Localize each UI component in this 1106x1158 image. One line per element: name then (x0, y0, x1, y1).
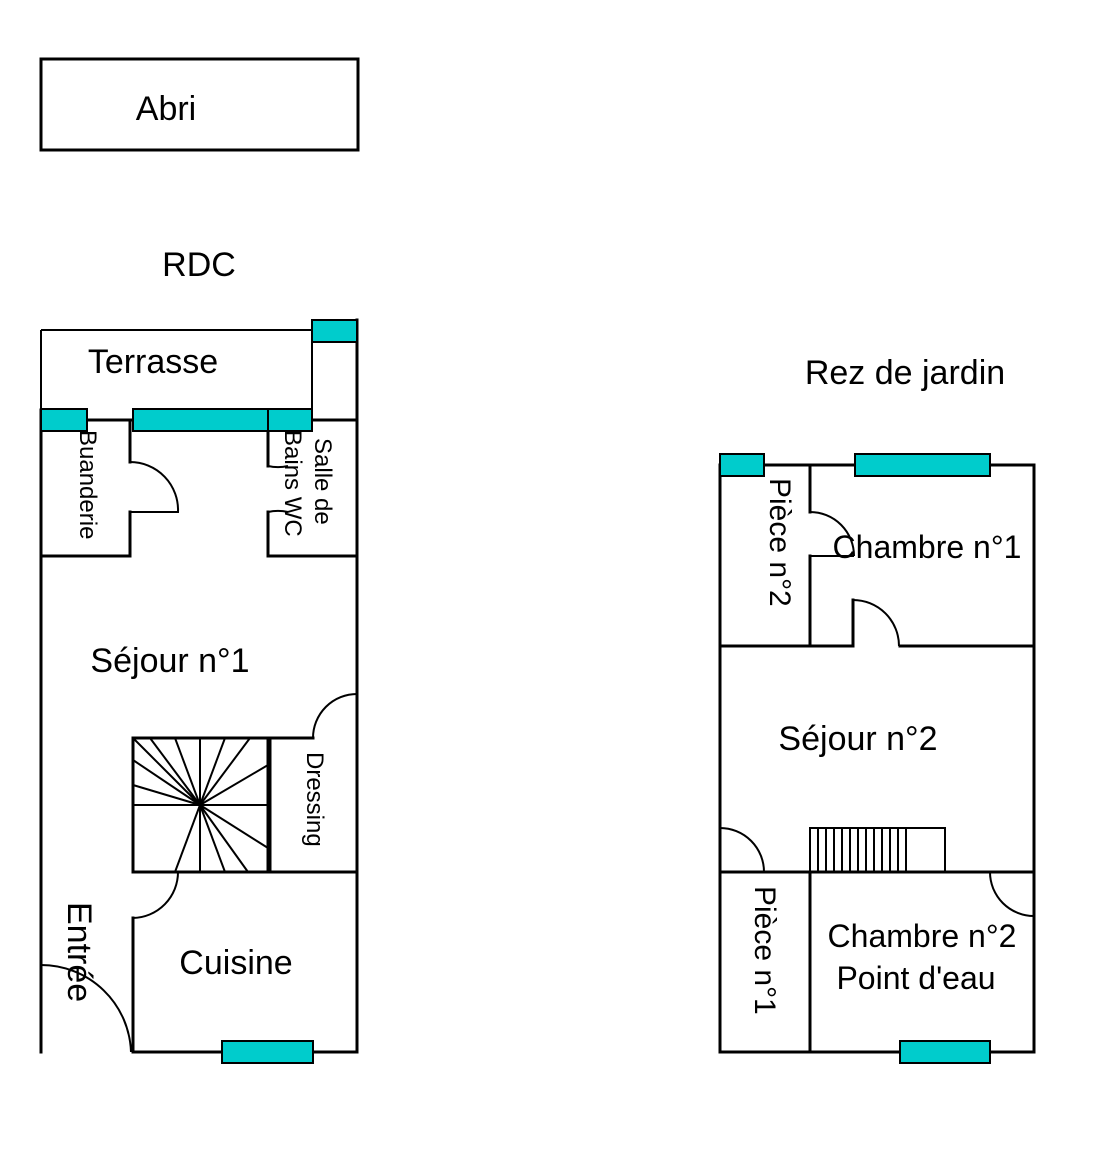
entree-door-swing (40, 964, 132, 1053)
rdc-staircase-steps (132, 737, 269, 873)
piece1-label: Pièce n°1 (748, 886, 781, 1015)
chambre1-window (854, 453, 991, 477)
cuisine-label: Cuisine (179, 944, 292, 982)
cuisine-door-swing (132, 871, 179, 919)
rdc-plan (39, 318, 359, 1064)
rez-de-jardin-plan (718, 453, 1036, 1064)
abri-label: Abri (136, 90, 196, 128)
chambre1-label: Chambre n°1 (833, 529, 1022, 565)
point-eau-label: Point d'eau (836, 960, 995, 996)
terrasse-window (311, 319, 358, 343)
salle-de-bains-label-line1: Salle de (309, 438, 336, 525)
rdj-staircase-steps (817, 828, 907, 872)
piece2-label: Pièce n°2 (763, 478, 796, 607)
buanderie-window (40, 408, 88, 432)
rdc-title: RDC (162, 246, 236, 284)
sdb-door-arc-top (267, 465, 289, 469)
piece1-door-swing (719, 827, 765, 873)
sejour2-label: Séjour n°2 (778, 720, 937, 758)
dressing-door-swing (312, 693, 358, 739)
sejour-window-top (132, 408, 269, 432)
rdj-staircase (809, 827, 946, 873)
piece2-window (719, 453, 765, 477)
cuisine-window (221, 1040, 314, 1064)
dressing-label: Dressing (301, 752, 328, 847)
chambre1-door-swing-b (852, 599, 900, 647)
chambre1-door-swing-a (809, 511, 855, 557)
buanderie-door-swing (129, 460, 180, 513)
salle-de-bains-label-line2: Bains WC (279, 430, 306, 537)
buanderie-label: Buanderie (74, 430, 101, 539)
terrasse-label: Terrasse (88, 343, 218, 381)
sejour1-label: Séjour n°1 (90, 642, 249, 680)
sdb-door-arc-bottom (267, 509, 289, 513)
sdb-window (267, 408, 313, 432)
chambre2-window (899, 1040, 991, 1064)
chambre2-label: Chambre n°2 (828, 918, 1017, 954)
abri-outline (39, 57, 360, 152)
rez-de-jardin-title: Rez de jardin (805, 354, 1005, 392)
entree-label: Entrée (60, 902, 98, 1002)
chambre2-door-swing (989, 871, 1035, 917)
